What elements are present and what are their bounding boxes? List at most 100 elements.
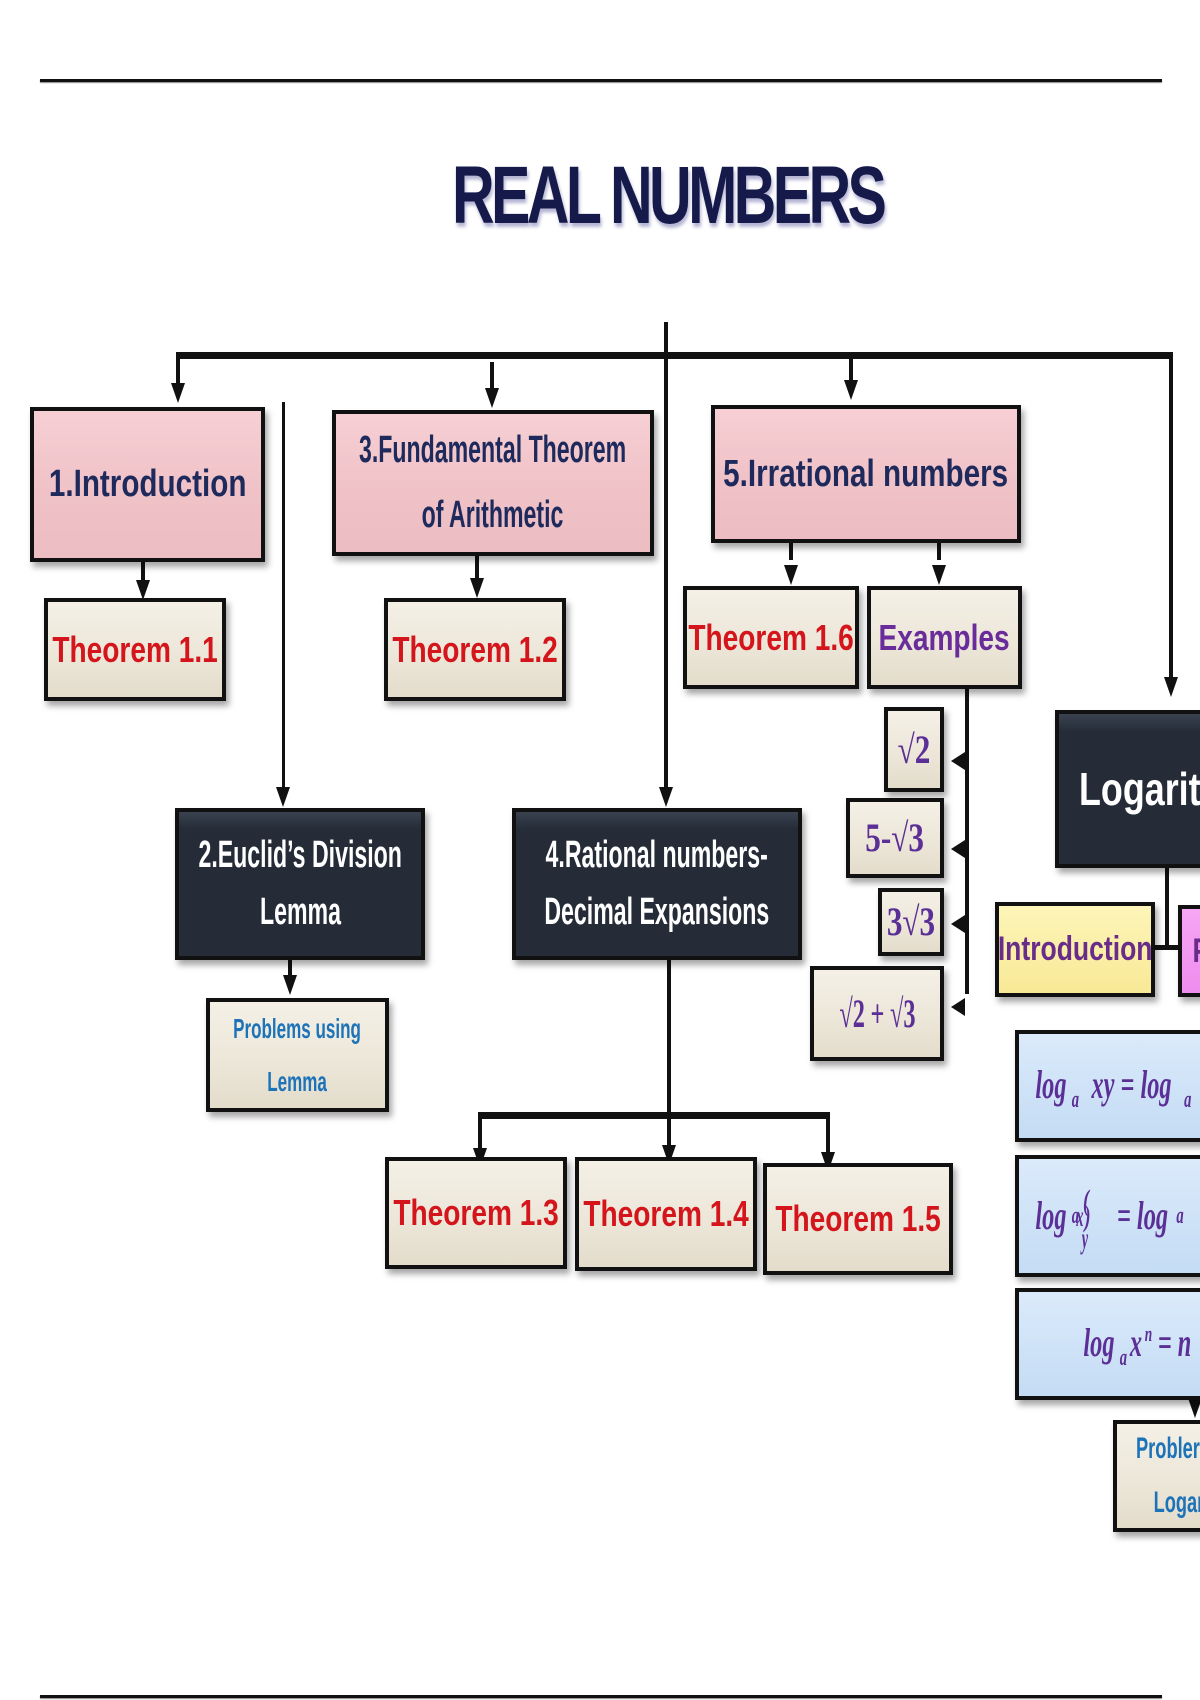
- arrow-down-icon: [932, 565, 946, 585]
- arrow-down-icon: [276, 787, 290, 807]
- node-theorem-1-5[interactable]: Theorem 1.5: [763, 1163, 953, 1275]
- node-label: 1.Introduction: [48, 463, 247, 505]
- math-subscript: a: [1119, 1344, 1128, 1371]
- math-operator: +: [870, 990, 884, 1036]
- connector: [141, 560, 145, 582]
- node-theorem-1-6[interactable]: Theorem 1.6: [683, 586, 859, 689]
- connector: [176, 352, 180, 384]
- node-theorem-1-4[interactable]: Theorem 1.4: [575, 1157, 757, 1271]
- node-label: Theorem 1.2: [392, 628, 558, 670]
- connector: [490, 362, 494, 390]
- math-text: = n: [1158, 1319, 1192, 1365]
- connector: [789, 540, 793, 560]
- math-subscript: a: [1176, 1203, 1184, 1229]
- label-line-1: Probler: [1136, 1432, 1200, 1465]
- node-rational-numbers[interactable]: 4.Rational numbers-Decimal Expansions: [512, 808, 802, 960]
- page-title: REAL NUMBERS: [451, 150, 887, 241]
- math-text: xy = log: [1091, 1061, 1172, 1107]
- fraction-close: )y: [1082, 1194, 1099, 1255]
- node-fundamental-theorem[interactable]: 3.Fundamental Theorem of Arithmetic: [332, 410, 654, 556]
- example-sqrt-2[interactable]: √2: [884, 707, 944, 792]
- node-logarithms[interactable]: Logarith: [1055, 710, 1200, 868]
- node-examples[interactable]: Examples: [867, 586, 1022, 689]
- node-log-introduction[interactable]: Introduction: [995, 902, 1155, 997]
- label-line-1: Problems using: [233, 1012, 362, 1044]
- node-label: Theorem 1.6: [688, 616, 854, 658]
- arrow-down-icon: [1188, 1398, 1200, 1418]
- example-sqrt-2-plus-sqrt-3[interactable]: √2 + √3: [810, 966, 944, 1061]
- arrow-down-icon: [659, 787, 673, 807]
- node-label: √2 + √3: [835, 984, 918, 1044]
- node-label: 3√3: [886, 899, 936, 944]
- arrow-down-icon: [784, 565, 798, 585]
- connector: [937, 540, 941, 560]
- node-label: 3.Fundamental Theorem of Arithmetic: [336, 418, 650, 547]
- node-label: √2: [897, 726, 931, 772]
- math-denominator: y: [1081, 1221, 1089, 1255]
- node-theorem-1-2[interactable]: Theorem 1.2: [384, 598, 566, 701]
- node-label: 4.Rational numbers-Decimal Expansions: [516, 827, 798, 941]
- node-label: Theorem 1.1: [52, 628, 218, 670]
- math-subscript: a: [1071, 1203, 1080, 1229]
- arrow-down-icon: [470, 578, 484, 598]
- connector: [1165, 866, 1169, 948]
- node-label: Theorem 1.5: [775, 1198, 941, 1239]
- connector: [1152, 945, 1192, 950]
- connector: [1169, 352, 1173, 677]
- math-numerator: x: [1076, 1200, 1084, 1233]
- math-superscript: n: [1144, 1321, 1153, 1347]
- connector: [826, 1112, 830, 1156]
- arrow-left-icon: [951, 752, 965, 770]
- node-label: Introduction: [997, 930, 1153, 968]
- example-3-sqrt-3[interactable]: 3√3: [878, 888, 944, 956]
- node-label: P: [1192, 926, 1200, 977]
- top-rule: [40, 79, 1162, 82]
- example-5-minus-sqrt-3[interactable]: 5-√3: [846, 798, 944, 878]
- node-log-partial[interactable]: P: [1178, 905, 1200, 997]
- label-line-1: 3.Fundamental Theorem: [359, 429, 627, 472]
- label-line-1: 4.Rational numbers-: [545, 834, 769, 876]
- arrow-left-icon: [951, 915, 965, 933]
- main-trunk: [664, 322, 668, 794]
- node-label: 5.Irrational numbers: [723, 452, 1009, 495]
- arrow-left-icon: [951, 840, 965, 858]
- node-irrational-numbers[interactable]: 5.Irrational numbers: [711, 405, 1021, 543]
- connector: [475, 553, 479, 581]
- label-line-2: Logar: [1153, 1486, 1200, 1519]
- node-label: 5-√3: [865, 815, 925, 860]
- math-text: log: [1035, 1193, 1067, 1238]
- connector: [288, 955, 292, 977]
- math-text: log: [1035, 1061, 1067, 1107]
- node-theorem-1-1[interactable]: Theorem 1.1: [44, 598, 226, 701]
- math-subscript: a: [1071, 1086, 1080, 1113]
- node-theorem-1-3[interactable]: Theorem 1.3: [385, 1157, 567, 1269]
- node-label: Theorem 1.3: [393, 1192, 559, 1233]
- math-text: log: [1083, 1319, 1115, 1365]
- label-line-2: Lemma: [259, 891, 341, 933]
- node-label: Theorem 1.4: [583, 1193, 749, 1234]
- arrow-down-icon: [485, 388, 499, 408]
- node-label: Examples: [878, 616, 1011, 658]
- label-line-2: of Arithmetic: [422, 494, 564, 536]
- connector: [667, 958, 671, 1158]
- math-term: √3: [889, 990, 916, 1036]
- arrow-down-icon: [844, 380, 858, 400]
- label-line-1: 2.Euclid’s Division: [198, 834, 402, 876]
- theorem-bus: [478, 1112, 830, 1119]
- math-term: √2: [838, 990, 865, 1036]
- node-introduction[interactable]: 1.Introduction: [30, 407, 265, 562]
- label-line-2: Lemma: [267, 1066, 328, 1097]
- bottom-rule: [40, 1695, 1162, 1698]
- connector: [282, 402, 285, 787]
